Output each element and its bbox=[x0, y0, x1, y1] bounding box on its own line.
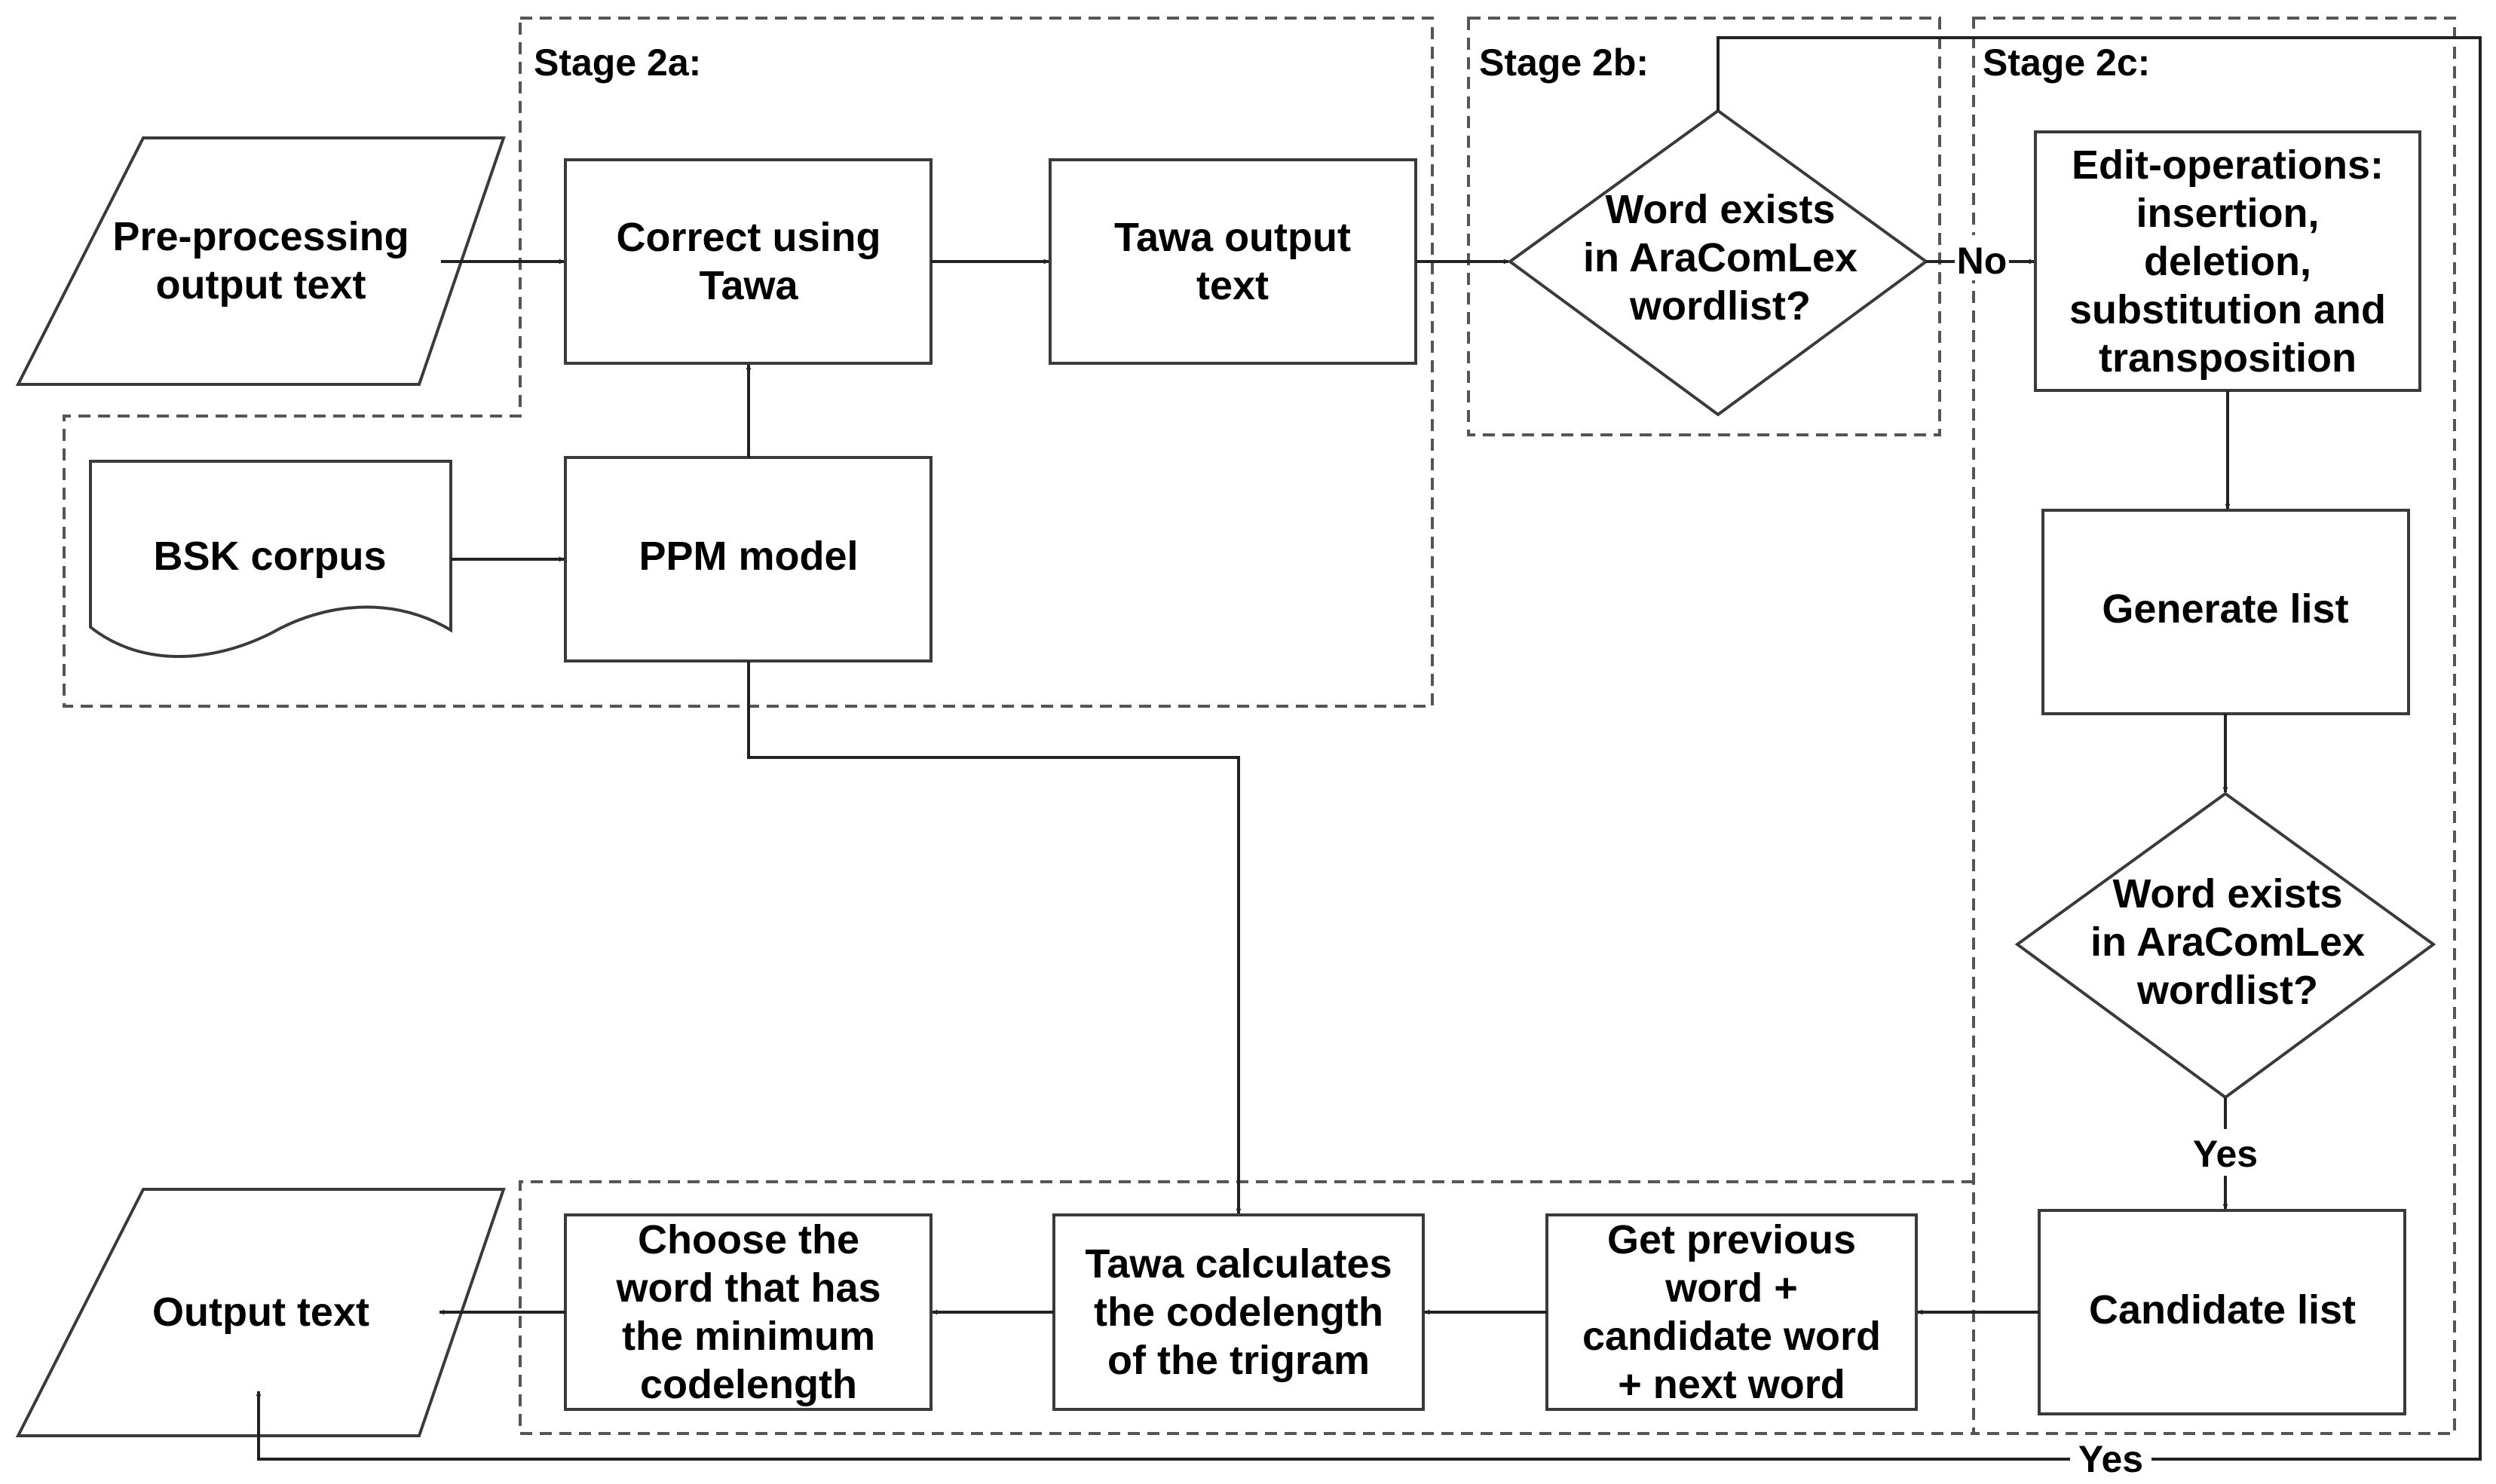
choose-word-label-line: Choose the bbox=[638, 1217, 859, 1262]
tawa-output-label-line: text bbox=[1196, 263, 1269, 308]
edge-decision-yes-loop-to-output bbox=[256, 36, 2482, 1461]
edit-operations-label-line: Edit-operations: bbox=[2072, 142, 2384, 188]
svg-text:Output text: Output text bbox=[152, 1290, 369, 1335]
edit-operations-label-line: transposition bbox=[2099, 335, 2357, 381]
edge-label-yes-bottom: Yes bbox=[2078, 1438, 2143, 1480]
yes-label-bg bbox=[2182, 1129, 2269, 1176]
word-exists-b-label-line: in AraComLex bbox=[1583, 235, 1857, 280]
stage-2a-label: Stage 2a: bbox=[534, 41, 701, 84]
edge-label-yes-down: Yes bbox=[2193, 1133, 2258, 1175]
candidate-list-node: Candidate list bbox=[2038, 1209, 2406, 1415]
tawa-calculates-label-line: the codelength bbox=[1094, 1290, 1383, 1335]
no-label-bg bbox=[1955, 235, 2009, 280]
stage-2b-region bbox=[1467, 17, 1941, 436]
edit-operations-node: Edit-operations:insertion,deletion,subst… bbox=[2034, 130, 2421, 392]
word-exists-b-label-line: wordlist? bbox=[1629, 283, 1811, 329]
get-previous-label-line: candidate word bbox=[1582, 1314, 1881, 1359]
word-exists-c-label-line: in AraComLex bbox=[2090, 919, 2365, 965]
output-text-node: Output text bbox=[15, 1188, 506, 1437]
svg-text:Generate list: Generate list bbox=[2102, 586, 2348, 632]
stage-2c-region bbox=[1972, 17, 2456, 1435]
svg-text:Candidate list: Candidate list bbox=[2089, 1287, 2356, 1333]
preprocessing-label-line: Pre-processing bbox=[112, 214, 409, 259]
ppm-model-node: PPM model bbox=[564, 456, 933, 662]
svg-text:Edit-operations:insertion,dele: Edit-operations:insertion,deletion,subst… bbox=[2069, 142, 2386, 381]
choose-word-label-line: word that has bbox=[615, 1265, 880, 1311]
generate-list-label-line: Generate list bbox=[2102, 586, 2348, 632]
correct-tawa-label-line: Correct using bbox=[616, 215, 880, 260]
stage-2a-region bbox=[63, 17, 1434, 708]
edit-operations-label-line: substitution and bbox=[2069, 287, 2386, 332]
word-exists-b-label-line: Word exists bbox=[1605, 187, 1835, 232]
edge-label-no: No bbox=[1957, 240, 2008, 282]
bsk-corpus-node: BSK corpus bbox=[89, 460, 452, 659]
edge-ppm-to-tawa-calculates bbox=[747, 661, 1242, 1214]
get-previous-label-line: Get previous bbox=[1607, 1217, 1856, 1262]
choose-word-label-line: codelength bbox=[640, 1362, 857, 1407]
svg-text:BSK corpus: BSK corpus bbox=[153, 534, 386, 579]
word-exists-c-label-line: wordlist? bbox=[2136, 968, 2318, 1013]
get-previous-label-line: word + bbox=[1665, 1265, 1798, 1311]
tawa-calculates-label-line: of the trigram bbox=[1107, 1338, 1370, 1383]
svg-text:PPM model: PPM model bbox=[639, 534, 858, 579]
stage-2b-label: Stage 2b: bbox=[1479, 41, 1649, 84]
bsk-corpus-label-line: BSK corpus bbox=[153, 534, 386, 579]
get-previous-label-line: + next word bbox=[1618, 1362, 1845, 1407]
word-exists-c-label-line: Word exists bbox=[2112, 871, 2342, 916]
tawa-output-label-line: Tawa output bbox=[1114, 215, 1351, 260]
ppm-model-label-line: PPM model bbox=[639, 534, 858, 579]
generate-list-node: Generate list bbox=[2041, 509, 2410, 715]
stage-2c-label: Stage 2c: bbox=[1983, 41, 2150, 84]
correct-tawa-label-line: Tawa bbox=[699, 263, 798, 308]
output-text-label-line: Output text bbox=[152, 1290, 369, 1335]
edit-operations-label-line: insertion, bbox=[2136, 191, 2319, 236]
preprocessing-label-line: output text bbox=[156, 262, 366, 308]
stage-2c-lower-region bbox=[519, 1180, 1974, 1435]
edit-operations-label-line: deletion, bbox=[2144, 239, 2311, 284]
candidate-list-label-line: Candidate list bbox=[2089, 1287, 2356, 1333]
choose-word-label-line: the minimum bbox=[622, 1314, 875, 1359]
tawa-calculates-label-line: Tawa calculates bbox=[1085, 1241, 1392, 1287]
yes-bottom-label-bg bbox=[2070, 1440, 2151, 1479]
